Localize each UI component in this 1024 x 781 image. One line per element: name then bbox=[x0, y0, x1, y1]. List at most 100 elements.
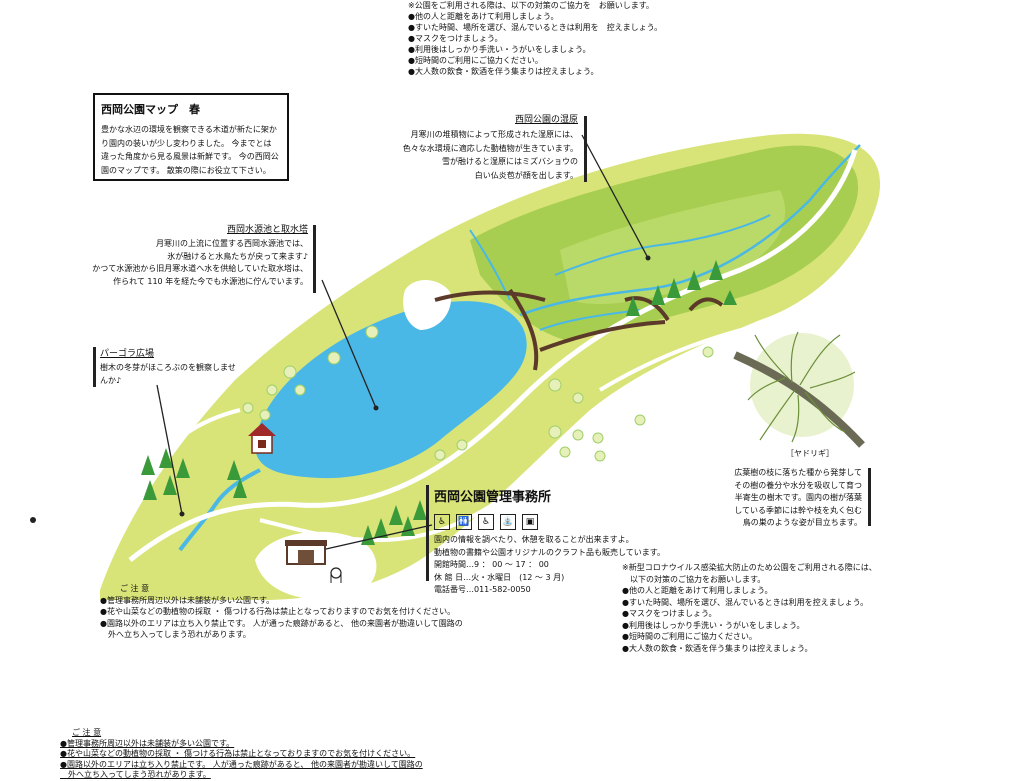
office-closed: 休 館 日…火・水曜日 (12 ～ 3 月) bbox=[434, 572, 565, 582]
notice-line: ※新型コロナウイルス感染拡大防止のため公園をご利用される際には、 bbox=[622, 563, 877, 572]
notice-line: ●マスクをつけましょう。 bbox=[622, 609, 717, 618]
notice-line: ●他の人と距離をあけて利用しましょう。 bbox=[622, 586, 773, 595]
wetland-line: 雪が融けると湿原にはミズバショウの bbox=[442, 157, 578, 166]
pergola-label: パーゴラ広場 樹木の冬芽がほころぶのを観察しませ んか♪ bbox=[100, 346, 250, 387]
office-title: 西岡公園管理事務所 bbox=[434, 490, 552, 505]
caution-title: ご 注 意 bbox=[120, 584, 150, 593]
mistletoe-line: している季節には幹や枝を丸く包む bbox=[734, 505, 862, 515]
corona-notice: ※新型コロナウイルス感染拡大防止のため公園をご利用される際には、 以下の対策のご… bbox=[622, 562, 877, 654]
office-grounds bbox=[255, 531, 377, 600]
reservoir-label: 西岡水源池と取水塔 月寒川の上流に位置する西岡水源池では、 氷が融けると水鳥たち… bbox=[60, 222, 308, 288]
conifer-trees bbox=[141, 260, 737, 545]
mistletoe-label: ［ヤドリギ］ bbox=[786, 449, 834, 458]
pergola-title: パーゴラ広場 bbox=[100, 349, 155, 359]
water-fountain-icon: ⛲ bbox=[500, 514, 516, 530]
reservoir-line: かつて水源池から旧月寒水道へ水を供給していた取水塔は、 bbox=[92, 264, 308, 273]
notice-line: ●大人数の飲食・飲酒を伴う集まりは控えましょう。 bbox=[408, 67, 599, 76]
mistletoe-bar bbox=[868, 468, 871, 526]
wetland-label: 西岡公園の湿原 月寒川の堆積物によって形成された湿原には、 色々な水環境に適応し… bbox=[396, 112, 578, 182]
reservoir-line: 作られて 110 年を経た今でも水源池に佇んでいます。 bbox=[113, 276, 308, 286]
boardwalk bbox=[624, 296, 670, 322]
notice-line: ●利用後はしっかり手洗い・うがいをしましょう。 bbox=[622, 620, 805, 630]
intro-line: 豊かな水辺の環境を観察できる木道が新たに架か bbox=[101, 125, 277, 134]
pointer-lines bbox=[156, 134, 649, 550]
trail bbox=[148, 408, 241, 472]
trail bbox=[598, 323, 761, 392]
intake-tower-icon bbox=[248, 423, 276, 454]
stream bbox=[539, 309, 641, 331]
notice-line: ●他の人と距離をあけて利用しましょう。 bbox=[408, 12, 559, 21]
office-bar bbox=[426, 485, 429, 581]
trail bbox=[259, 498, 502, 543]
mistletoe-line: その樹の養分や水分を吸収して育つ bbox=[734, 480, 862, 490]
boardwalk bbox=[508, 288, 539, 371]
intro-line: 園のマップです。 散策の際にお役立て下さい。 bbox=[101, 165, 271, 175]
office-label: 西岡公園管理事務所 ♿ 🚻 ♿ ⛲ ▣ 園内の情報を調べたり、休憩を取ることが出来ますよ… bbox=[434, 486, 665, 597]
top-notice: ※公園をご利用される際は、以下の対策のご協力を お願いします。 ●他の人と距離を… bbox=[408, 0, 662, 77]
caution-line: 外へ立ち入ってしまう恐れがあります。 bbox=[60, 770, 211, 779]
notice-line: ●短時間のご利用にご協力ください。 bbox=[622, 632, 757, 641]
notice-line: ●すいた時間、場所を選び、混んでいるときは利用を 控えましょう。 bbox=[408, 23, 663, 32]
intro-line: 違った角度から見る風景は新鮮です。 今の西岡公 bbox=[101, 152, 279, 161]
pergola-bar bbox=[93, 347, 96, 387]
intro-text: 豊かな水辺の環境を観察できる木道が新たに架か り園内の装いが少し変わりました。 … bbox=[101, 123, 281, 177]
trail bbox=[128, 149, 858, 562]
reservoir-water bbox=[255, 301, 527, 479]
wetland-line: 色々な水環境に適応した動植物が生きています。 bbox=[402, 143, 578, 153]
wetland-inner bbox=[560, 190, 786, 305]
office-phone: 電話番号…011-582-0050 bbox=[434, 585, 531, 594]
caution-line: ●管理事務所周辺以外は未舗装が多い公園です。 bbox=[60, 738, 235, 748]
outlet-stream bbox=[178, 468, 261, 552]
reservoir-line: 月寒川の上流に位置する西岡水源池では、 bbox=[156, 239, 308, 248]
notice-line: ●大人数の飲食・飲酒を伴う集まりは控えましょう。 bbox=[622, 643, 813, 653]
intro-line: り園内の装いが少し変わりました。 今までとは bbox=[101, 138, 272, 148]
mistletoe-text: 広葉樹の枝に落ちた種から発芽して その樹の養分や水分を吸収して育つ 半寄生の樹木… bbox=[700, 467, 862, 530]
facility-icons: ♿ 🚻 ♿ ⛲ ▣ bbox=[434, 509, 634, 530]
boardwalk bbox=[688, 297, 724, 312]
pavilion-icon bbox=[330, 567, 342, 583]
clearing bbox=[403, 280, 451, 330]
caution-line: 外へ立ち入ってしまう恐れがあります。 bbox=[100, 630, 251, 639]
stream bbox=[554, 214, 771, 276]
wetland-line: 月寒川の堆積物によって形成された湿原には、 bbox=[410, 130, 578, 139]
mistletoe-line: 広葉樹の枝に落ちた種から発芽して bbox=[734, 468, 862, 477]
wheelchair-icon: ♿ bbox=[434, 514, 450, 530]
mistletoe-line: 鳥の巣のような姿が目立ちます。 bbox=[742, 518, 862, 527]
vending-machine-icon: ▣ bbox=[522, 514, 538, 530]
notice-line: ●利用後はしっかり手洗い・うがいをしましょう。 bbox=[408, 45, 591, 54]
notice-line: ※公園をご利用される際は、以下の対策のご協力を お願いします。 bbox=[408, 1, 654, 10]
caution-line: ●管理事務所周辺以外は未舗装が多い公園です。 bbox=[100, 595, 275, 605]
boardwalk bbox=[434, 290, 546, 302]
wetland-bar bbox=[584, 116, 587, 182]
caution-line: ●園路以外のエリアは立ち入り禁止です。 人が通った痕跡があると、 他の来園者が勘… bbox=[100, 618, 463, 628]
pergola-line: んか♪ bbox=[100, 375, 122, 385]
map-title: 西岡公園マップ 春 bbox=[101, 103, 200, 116]
caution-notice-bottom: ご 注 意 ●管理事務所周辺以外は未舗装が多い公園です。 ●花や山菜などの動植物… bbox=[60, 728, 423, 781]
intro-box: 西岡公園マップ 春 豊かな水辺の環境を観察できる木道が新たに架か り園内の装いが… bbox=[93, 93, 289, 181]
caution-title: ご 注 意 bbox=[72, 728, 102, 737]
mistletoe-illustration bbox=[733, 331, 865, 448]
caution-notice: ご 注 意 ●管理事務所周辺以外は未舗装が多い公園です。 ●花や山菜などの動植物… bbox=[100, 583, 463, 641]
toilet-icon: 🚻 bbox=[456, 514, 472, 530]
notice-line: 以下の対策のご協力をお願いします。 bbox=[622, 574, 766, 584]
reservoir-line: 氷が融けると水鳥たちが戻って来ます♪ bbox=[167, 251, 308, 261]
mistletoe-line: 半寄生の樹木です。園内の樹が落葉 bbox=[734, 493, 862, 502]
reservoir-title: 西岡水源池と取水塔 bbox=[226, 225, 308, 235]
caution-line: ●花や山菜などの動植物の採取 ・ 傷つける行為は禁止となっておりますのでお気を付… bbox=[60, 749, 416, 758]
wetland-title: 西岡公園の湿原 bbox=[514, 115, 578, 125]
pergola-line: 樹木の冬芽がほころぶのを観察しませ bbox=[100, 363, 236, 372]
office-hours: 開館時間…9 ： 00 ～ 17 ： 00 bbox=[434, 560, 549, 569]
notice-line: ●短時間のご利用にご協力ください。 bbox=[408, 56, 543, 65]
wetland-line: 白い仏炎苞が顔を出します。 bbox=[474, 170, 578, 180]
office-building-icon bbox=[285, 540, 327, 565]
baby-icon: ♿ bbox=[478, 514, 494, 530]
deciduous-trees bbox=[242, 325, 714, 462]
reservoir-bar bbox=[313, 225, 316, 293]
notice-line: ●マスクをつけましょう。 bbox=[408, 34, 503, 43]
office-desc: 動植物の書籍や公園オリジナルのクラフト品も販売しています。 bbox=[434, 547, 665, 557]
caution-line: ●園路以外のエリアは立ち入り禁止です。 人が通った痕跡があると、 他の来園者が勘… bbox=[60, 759, 423, 769]
caution-line: ●花や山菜などの動植物の採取 ・ 傷つける行為は禁止となっておりますのでお気を付… bbox=[100, 607, 456, 616]
office-desc: 園内の情報を調べたり、休憩を取ることが出来ますよ。 bbox=[434, 535, 634, 544]
boardwalk bbox=[539, 320, 666, 352]
